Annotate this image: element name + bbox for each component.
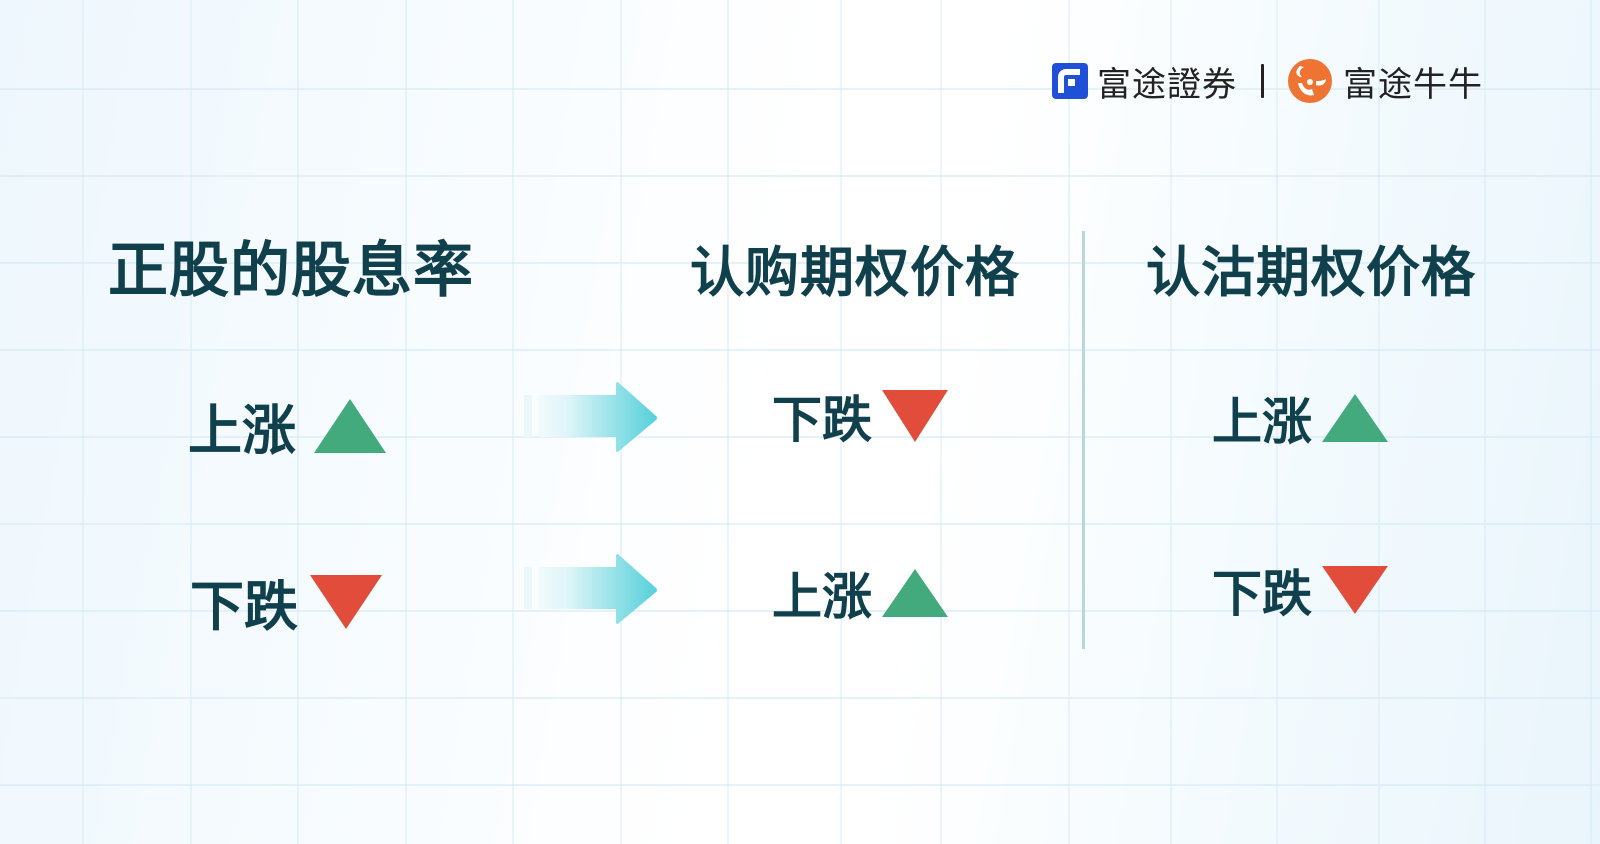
header-put-option-price: 认沽期权价格: [1146, 241, 1476, 304]
row2-call: 上涨: [772, 557, 948, 629]
niuniu-logo-icon: [1286, 57, 1334, 105]
triangle-down-icon: [882, 390, 948, 442]
triangle-down-icon: [1322, 566, 1388, 614]
brand-logo: 富途證券 富途牛牛: [1052, 57, 1483, 105]
row2-put: 下跌: [1212, 554, 1388, 626]
direction-label: 上涨: [188, 399, 296, 462]
triangle-up-icon: [314, 398, 386, 453]
triangle-up-icon: [1322, 394, 1388, 442]
arrow-right-icon: [524, 382, 657, 452]
row1-dividend: 上涨: [188, 386, 386, 465]
brand-separator: [1261, 64, 1264, 98]
futu-securities-logo-icon: [1052, 63, 1088, 99]
triangle-down-icon: [310, 574, 382, 629]
arrow-right-icon: [524, 554, 657, 624]
direction-label: 下跌: [190, 575, 298, 638]
row2-dividend: 下跌: [190, 562, 382, 641]
direction-label: 上涨: [1212, 393, 1312, 451]
row1-put: 上涨: [1212, 382, 1388, 454]
header-call-option-price: 认购期权价格: [690, 241, 1020, 304]
triangle-up-icon: [882, 569, 948, 617]
column-divider: [1082, 231, 1085, 649]
header-dividend-yield: 正股的股息率: [108, 236, 474, 306]
direction-label: 下跌: [1212, 565, 1312, 623]
direction-label: 上涨: [772, 568, 872, 626]
direction-label: 下跌: [772, 391, 872, 449]
row1-call: 下跌: [772, 380, 948, 452]
brand-name-futu-securities: 富途證券: [1097, 64, 1237, 105]
brand-name-futu-niuniu: 富途牛牛: [1343, 64, 1483, 105]
